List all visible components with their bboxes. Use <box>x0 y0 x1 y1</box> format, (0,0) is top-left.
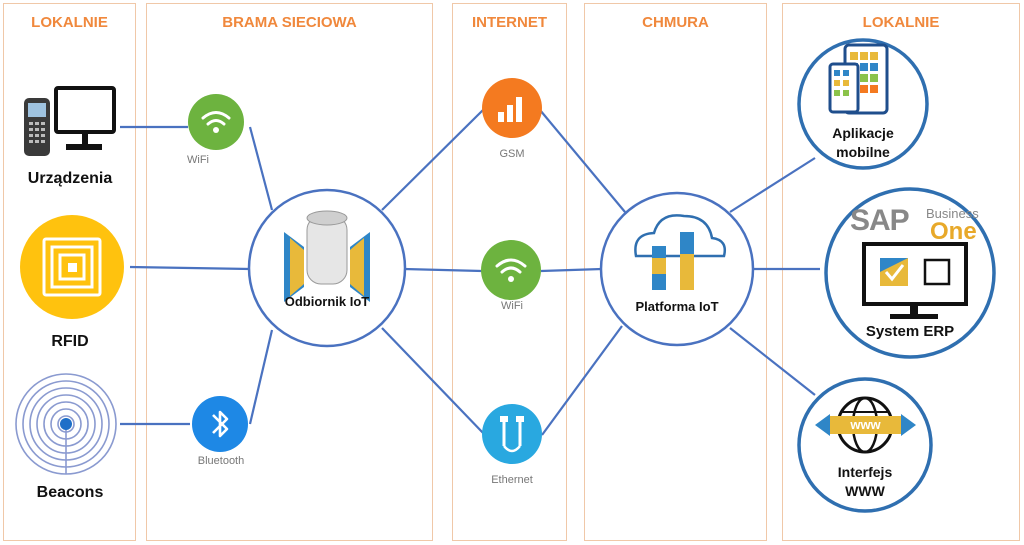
label-gateway-wifi: WiFi <box>187 154 209 166</box>
gsm-icon <box>482 78 542 138</box>
devices-icon <box>24 86 116 156</box>
link-wifi-platform <box>540 267 603 273</box>
column-internet: INTERNET <box>452 3 567 541</box>
label-web-line1: Interfejs <box>837 464 893 480</box>
sap-one: One <box>930 218 977 245</box>
link-hub-ethernet <box>381 327 486 436</box>
column-title-gateway: BRAMA SIECIOWA <box>222 14 357 31</box>
link-hub-gsm <box>381 109 484 211</box>
column-title-local-right: LOKALNIE <box>862 14 940 31</box>
label-hub: Odbiornik IoT <box>284 294 370 309</box>
label-erp: System ERP <box>865 323 955 340</box>
link-rfid-hub <box>129 265 251 271</box>
link-wifi-hub <box>248 126 274 211</box>
column-title-local-left: LOKALNIE <box>31 14 108 31</box>
ethernet-icon <box>482 404 542 464</box>
label-internet-ethernet: Ethernet <box>491 474 533 486</box>
column-title-internet: INTERNET <box>472 14 547 31</box>
wifi-gateway-icon <box>188 94 244 150</box>
label-internet-wifi: WiFi <box>501 300 523 312</box>
sap-brand: SAP <box>850 204 910 237</box>
link-bluetooth-hub <box>248 329 274 425</box>
link-gsm-platform <box>539 109 626 213</box>
erp-node <box>824 187 996 359</box>
sap-business: Business <box>926 206 979 221</box>
label-mobile-line1: Aplikacje <box>832 125 894 141</box>
iot-receiver-node <box>247 188 407 348</box>
label-internet-gsm: GSM <box>499 148 525 160</box>
link-platform-web <box>729 327 816 396</box>
connection-lines <box>120 109 820 436</box>
label-rfid: RFID <box>51 333 89 350</box>
mobile-apps-node <box>797 38 929 170</box>
sap-logo: SAP Business One <box>850 204 985 245</box>
iot-platform-node <box>599 191 755 347</box>
link-ethernet-platform <box>541 325 623 436</box>
link-hub-wifi <box>403 267 483 273</box>
label-platform: Platforma IoT <box>635 299 719 314</box>
bluetooth-icon <box>192 396 248 452</box>
label-gateway-bluetooth: Bluetooth <box>197 455 245 467</box>
label-urzadzenia: Urządzenia <box>27 170 113 187</box>
link-platform-mobile <box>729 157 816 213</box>
column-cloud: CHMURA <box>584 3 767 541</box>
wifi-internet-icon <box>481 240 541 300</box>
label-beacons: Beacons <box>36 484 104 501</box>
web-interface-node <box>797 377 933 513</box>
label-web-line2: WWW <box>845 483 885 499</box>
rfid-icon <box>20 215 124 319</box>
beacon-dot <box>60 418 72 430</box>
column-local-left: LOKALNIE <box>3 3 136 541</box>
beacon-icon <box>15 373 117 475</box>
column-title-cloud: CHMURA <box>642 14 709 31</box>
column-gateway: BRAMA SIECIOWA <box>146 3 433 541</box>
column-local-right: LOKALNIE <box>782 3 1020 541</box>
www-badge: www <box>850 417 881 432</box>
label-mobile-line2: mobilne <box>836 144 890 160</box>
